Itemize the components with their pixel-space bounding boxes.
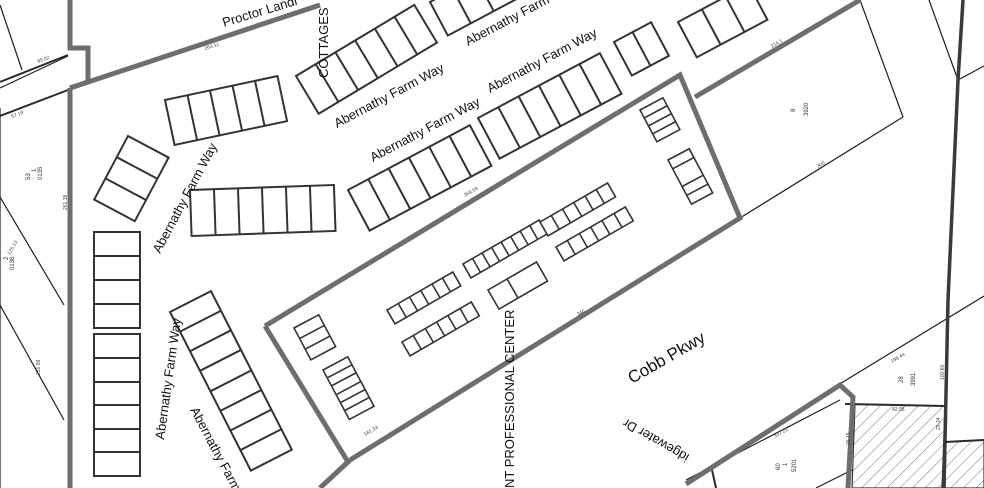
office-block-1[interactable] — [385, 270, 462, 325]
office-block-6[interactable] — [554, 205, 635, 262]
parcel-number: 8 — [791, 108, 797, 112]
dimension-label: 125.13 — [7, 240, 20, 256]
street-label-bridgewater: idgewater Dr — [620, 415, 692, 465]
dimension-label: 57.19 — [11, 110, 25, 120]
office-block-10[interactable] — [666, 147, 714, 206]
unit-block-top-right[interactable] — [676, 0, 769, 59]
dimension-label: 198.44 — [890, 352, 906, 365]
dimension-label: 25.24 — [936, 417, 942, 430]
dimension-label: 214.1 — [770, 38, 784, 50]
dimension-label: 181.33 — [363, 425, 379, 438]
parcel-number: 53 — [26, 173, 32, 180]
lot-lines-left — [0, 4, 69, 488]
hatched-parcels — [851, 403, 984, 488]
unit-block-center-row[interactable] — [188, 183, 337, 238]
office-block-7[interactable] — [292, 313, 337, 361]
parcel-id: 3920 — [804, 102, 810, 116]
dimension-label: 85.02 — [37, 55, 51, 65]
county-boundary-line — [942, 0, 965, 488]
street-label-abernathy-6: Abernathy Farm Way — [152, 317, 184, 441]
parcel-labels: 53 1 0135 2 0136 8 3920 28 3991 60 1 520… — [4, 102, 917, 472]
unit-block-diagonal[interactable] — [168, 289, 294, 472]
unit-block-proctor[interactable] — [163, 74, 289, 147]
unit-block-top-center[interactable] — [428, 0, 520, 37]
dimension-label: 231.99 — [36, 359, 42, 375]
dimension-label: 42.95 — [892, 407, 905, 413]
street-label-cobb-pkwy: Cobb Pkwy — [625, 328, 709, 388]
parcel-id: 0135 — [38, 166, 44, 180]
unit-block-middle-right[interactable] — [476, 51, 623, 160]
office-block-9[interactable] — [638, 96, 681, 143]
dimension-label: 300 — [816, 160, 826, 169]
parcel-id: 0136 — [10, 256, 16, 270]
unit-block-top-right-2[interactable] — [612, 20, 671, 77]
office-block-4[interactable] — [486, 260, 549, 311]
unit-block-curve[interactable] — [92, 134, 170, 223]
dimension-label: 261.38 — [63, 194, 69, 210]
dimension-label: 264.11 — [204, 42, 220, 52]
dimension-label: 346 — [576, 308, 586, 317]
parcel-number: 28 — [899, 376, 905, 383]
parcel-number: 60 — [776, 463, 782, 470]
dimension-label: 100.60 — [940, 364, 946, 380]
parcel-id: 3991 — [911, 372, 917, 386]
parcel-id: 5201 — [792, 458, 798, 472]
road-network — [67, 0, 862, 488]
dimension-label: 26.15 — [846, 432, 852, 445]
parcel-sub: 1 — [32, 168, 38, 172]
unit-block-left-col-1[interactable] — [93, 231, 141, 329]
street-label-cottages: COTTAGES — [316, 7, 331, 78]
office-block-8[interactable] — [321, 355, 376, 421]
unit-block-cottages[interactable] — [294, 3, 439, 116]
parcel-number: 2 — [4, 256, 10, 260]
street-label-professional-center: NT PROFESSIONAL CENTER — [502, 310, 517, 488]
parcel-sub: 1 — [783, 462, 789, 466]
office-block-2[interactable] — [400, 300, 481, 357]
unit-block-left-col-2[interactable] — [93, 333, 141, 477]
unit-block-middle-left[interactable] — [346, 123, 493, 232]
office-block-5[interactable] — [538, 181, 617, 237]
